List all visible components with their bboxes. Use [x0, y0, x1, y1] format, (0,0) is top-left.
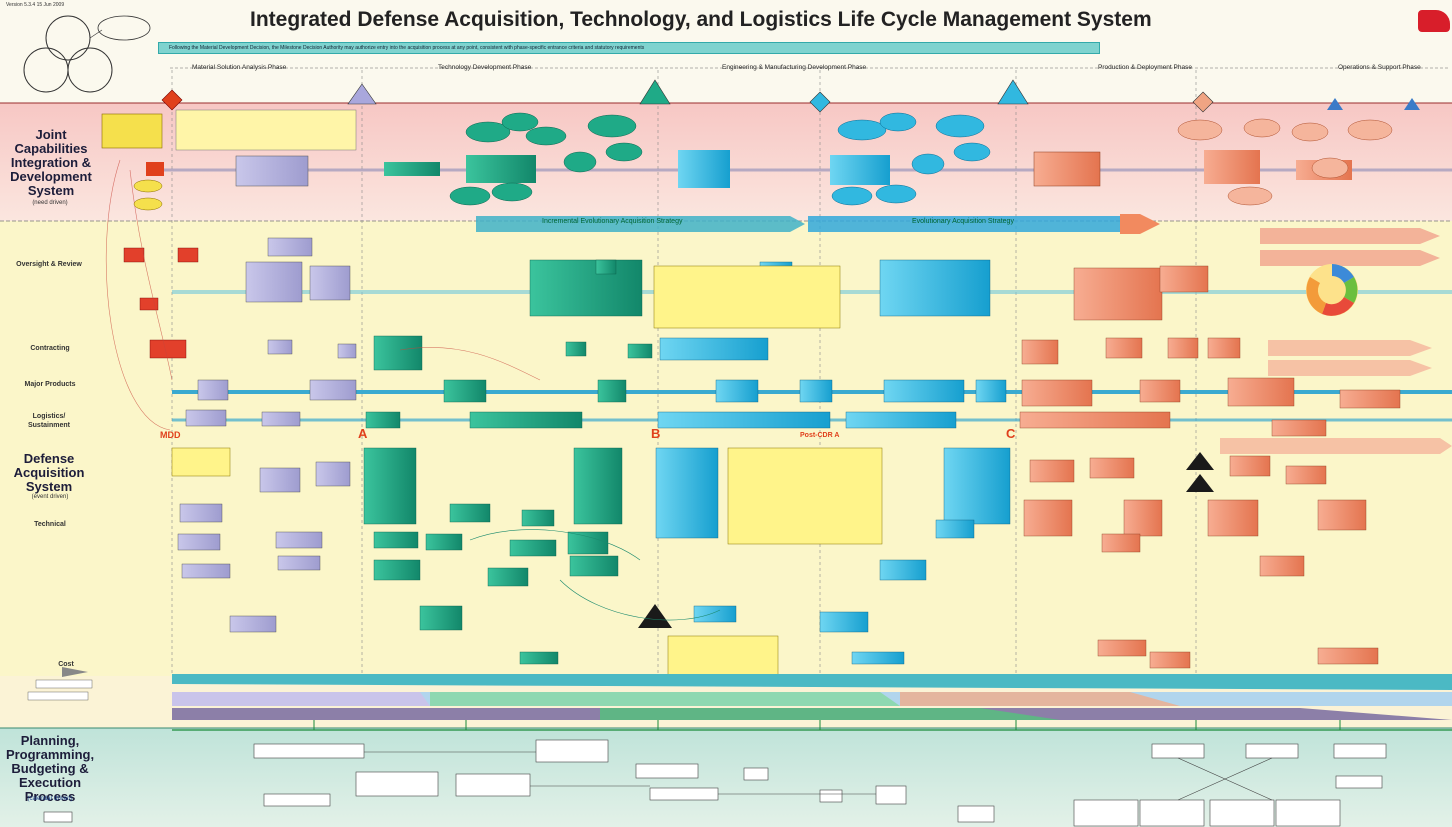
row-label-oversight: Oversight & Review	[16, 261, 82, 268]
row-sublabel-jcids: (need driven)	[32, 200, 68, 206]
row-label-jcids: Joint Capabilities Integration & Develop…	[10, 127, 92, 198]
milestone-mdd: MDD	[160, 430, 181, 440]
entry-banner: Following the Material Development Decis…	[158, 42, 1100, 54]
logo-icon	[1418, 10, 1450, 32]
evolutionary-strategy-label: Evolutionary Acquisition Strategy	[912, 218, 1014, 225]
row-label-das: Defense Acquisition System	[13, 451, 85, 494]
row-sublabel-das: (event driven)	[31, 494, 69, 500]
row-label-cost: Cost	[58, 661, 74, 668]
version-note: Version 5.3.4 15 Jun 2009	[6, 2, 65, 8]
row-label-logistics: Logistics/ Sustainment	[27, 413, 70, 429]
post-cdr-label: Post-CDR A	[800, 432, 840, 439]
phase-td: Technology Development Phase	[438, 64, 532, 71]
phase-pd: Production & Deployment Phase	[1098, 64, 1192, 71]
phase-msa: Material Solution Analysis Phase	[192, 64, 287, 71]
milestone-b: B	[651, 426, 661, 441]
row-label-ppbe: Planning, Programming, Budgeting & Execu…	[5, 733, 95, 804]
row-label-contracting: Contracting	[30, 345, 70, 352]
row-label-major-products: Major Products	[24, 381, 76, 388]
row-sublabel-ppbe: (calendar driven)	[27, 796, 73, 802]
milestone-a: A	[358, 426, 368, 441]
row-label-technical: Technical	[34, 521, 66, 528]
incremental-strategy-label: Incremental Evolutionary Acquisition Str…	[542, 218, 683, 225]
venn-diagram-icon	[23, 15, 151, 93]
milestone-c: C	[1006, 426, 1016, 441]
page-title: Integrated Defense Acquisition, Technolo…	[250, 8, 1152, 31]
phase-emd: Engineering & Manufacturing Development …	[722, 64, 867, 71]
phase-os: Operations & Support Phase	[1338, 64, 1421, 71]
